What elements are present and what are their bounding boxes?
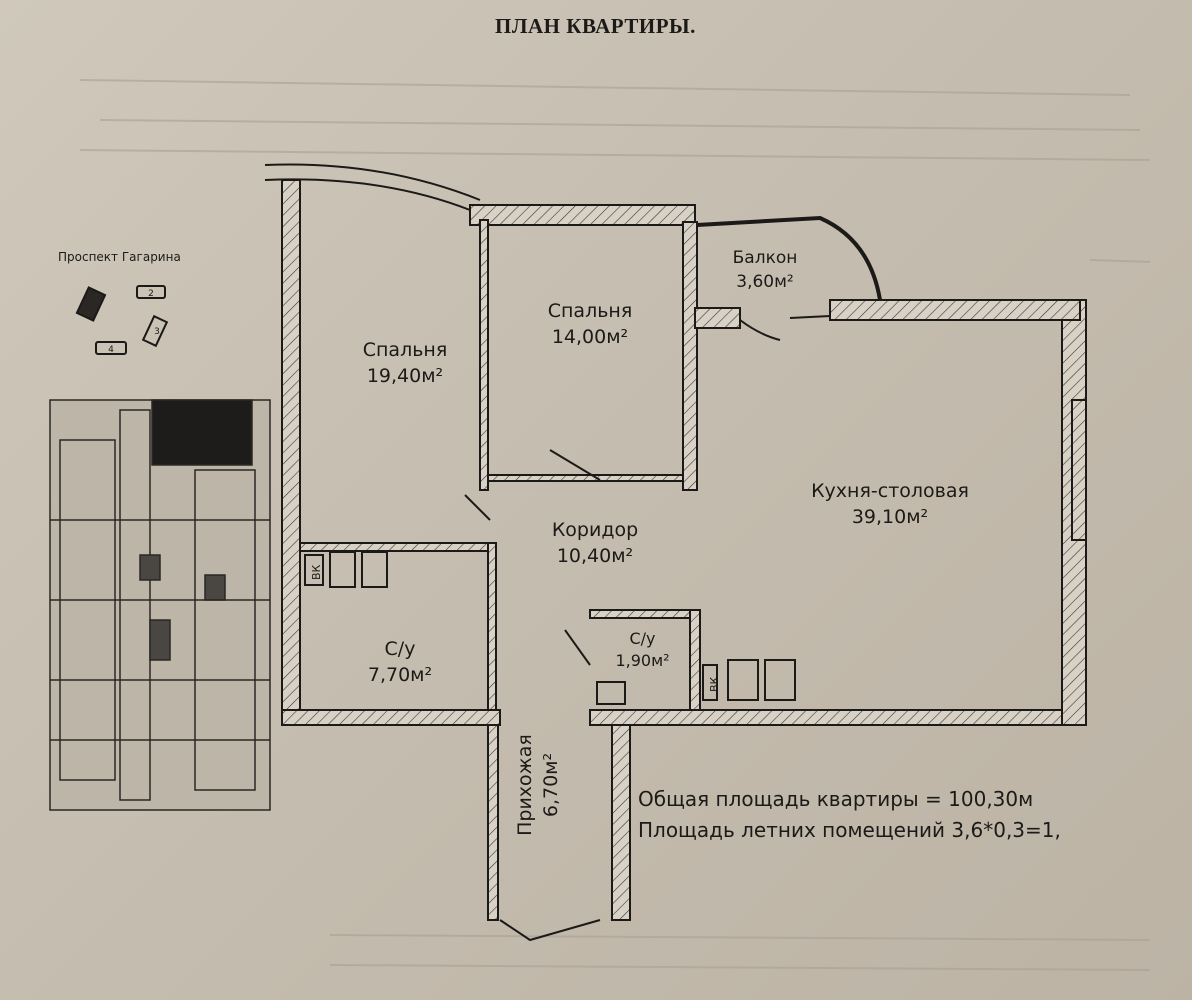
wall-bedroom2-right: [682, 221, 698, 491]
wall-bottom-right: [589, 709, 1087, 726]
wall-bedroom2-top: [469, 204, 696, 226]
background-text-lines: [79, 79, 1151, 971]
wall-bath2-right: [689, 609, 701, 711]
wall-right: [1061, 299, 1087, 726]
street-label: Проспект Гагарина: [58, 250, 181, 264]
building-4: 4: [108, 345, 114, 355]
total-area: Общая площадь квартиры = 100,30м: [638, 787, 1034, 811]
wall-balcony-left: [694, 307, 741, 329]
area-totals: Общая площадь квартиры = 100,30м Площадь…: [638, 784, 1061, 846]
building-floor-plan: [49, 399, 271, 811]
wall-kitchen-top: [829, 299, 1081, 321]
site-plan: 2 3 4: [75, 285, 169, 355]
wall-bath2-top: [589, 609, 696, 619]
wall-left: [281, 179, 301, 726]
vent-label-2: ВК: [708, 676, 721, 692]
page-title: ПЛАН КВАРТИРЫ.: [495, 14, 696, 38]
wall-hall-left: [487, 724, 499, 921]
summer-area: Площадь летних помещений 3,6*0,3=1,: [638, 818, 1061, 842]
bedroom1-window-curve: [264, 163, 481, 201]
wall-bottom-left: [281, 709, 501, 726]
balcony-curve: [696, 215, 882, 301]
wall-bath1-top: [299, 542, 491, 552]
wall-bath1-right: [487, 542, 497, 711]
wall-hall-right: [611, 724, 631, 921]
wall-bedroom2-left: [479, 219, 489, 491]
building-2: 2: [148, 289, 154, 299]
wall-corridor-bottom: [487, 474, 684, 482]
building-3: 3: [154, 327, 160, 337]
vent-label-1: ВК: [310, 564, 323, 580]
door-arc: [739, 319, 781, 341]
